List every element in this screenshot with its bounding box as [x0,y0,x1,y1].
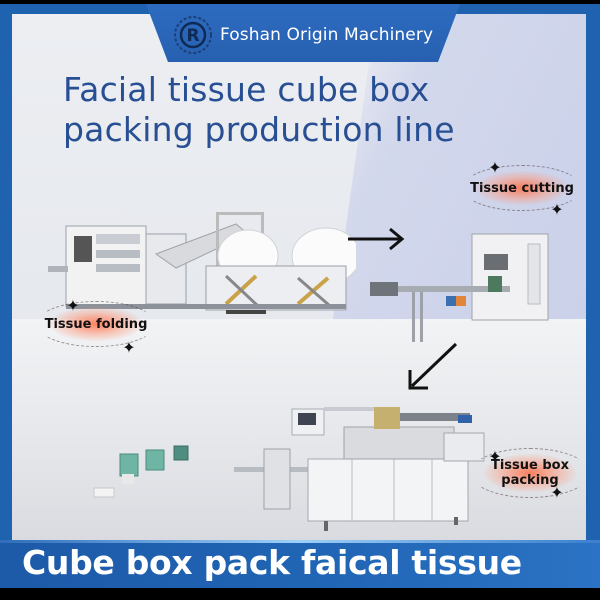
badge-ring [36,301,156,347]
sparkle-icon: ✦ [122,338,136,357]
sparkle-icon: ✦ [488,447,502,466]
registered-trademark-gear-icon: R [174,16,212,54]
poster-canvas: ✦ ✦ Tissue cutting ✦ ✦ Tissue folding ✦ … [12,14,586,540]
tissue-folding-machine [48,212,356,314]
banner-glow-line [0,540,600,543]
title-line-1: Facial tissue cube box [63,70,430,109]
sparkle-icon: ✦ [66,296,80,315]
stage-badge-tissue-cutting: ✦ ✦ Tissue cutting [462,160,582,218]
bottom-black-strip [0,588,600,600]
tissue-cube-boxes-icon [93,445,189,498]
label-line-2: packing [501,473,559,488]
arrow-right-icon [348,227,405,251]
sparkle-icon: ✦ [488,158,502,177]
sparkle-icon: ✦ [550,200,564,219]
label-line-1: Tissue box [490,458,570,473]
stage-label-tissue-folding: Tissue folding [44,316,148,332]
tissue-cutting-machine [370,233,549,342]
badge-ring [462,165,582,211]
stage-badge-tissue-folding: ✦ ✦ Tissue folding [36,296,156,356]
badge-ring [470,448,586,498]
stage-label-tissue-box-packing: Tissue box packing [491,458,569,488]
arrow-down-left-icon [408,342,458,390]
cube-box-packing-machine [234,407,485,531]
stage-label-tissue-cutting: Tissue cutting [470,180,574,196]
brand-name: Foshan Origin Machinery [220,25,434,45]
banner-text: Cube box pack faical tissue [22,543,522,582]
title-line-2: packing production line [63,110,455,149]
sparkle-icon: ✦ [550,483,564,502]
page-title: Facial tissue cube box packing productio… [63,70,533,150]
svg-text:R: R [186,26,199,46]
bottom-banner [0,540,600,588]
stage-badge-tissue-box-packing: ✦ ✦ Tissue box packing [470,447,586,502]
